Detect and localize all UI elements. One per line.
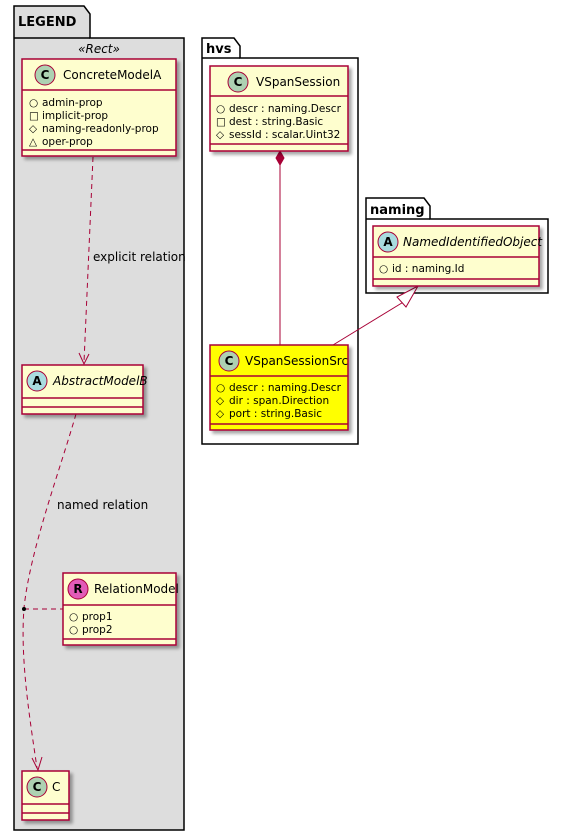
- relation-explicit: explicit relation: [78, 156, 186, 366]
- class-badge-icon: [34, 64, 56, 86]
- class-badge-letter: A: [32, 374, 42, 388]
- vis-public-icon: ○: [216, 382, 225, 394]
- package-title-hvs: hvs: [206, 42, 232, 57]
- class-badge-letter: C: [41, 68, 50, 82]
- attr-relation-model-1: prop1: [82, 611, 113, 623]
- abstract-badge-icon: [377, 231, 399, 253]
- vis-protected-icon: ◇: [216, 129, 225, 141]
- attr-vspan-session-1: descr : naming.Descr: [229, 103, 342, 115]
- relation-composition: [275, 149, 285, 345]
- abstract-badge-icon: [26, 370, 48, 392]
- class-badge-letter: C: [33, 780, 42, 794]
- class-c[interactable]: [21, 770, 70, 821]
- class-name-relation-model: RelationModel: [94, 582, 179, 596]
- vis-protected-icon: ◇: [216, 395, 225, 407]
- package-stereotype-legend: «Rect»: [78, 42, 120, 56]
- class-name-abstract-model-b: AbstractModelB: [52, 374, 148, 388]
- package-title-naming: naming: [370, 203, 425, 218]
- class-badge-letter: R: [73, 582, 82, 596]
- attr-vspan-session-src-1: descr : naming.Descr: [229, 382, 342, 394]
- class-badge-icon: [227, 71, 249, 93]
- class-badge-letter: C: [234, 75, 243, 89]
- class-name-vspan-session: VSpanSession: [256, 75, 340, 89]
- attr-vspan-session-src-2: dir : span.Direction: [229, 395, 329, 407]
- relation-label-named: named relation: [57, 498, 148, 512]
- vis-private-icon: □: [29, 110, 39, 122]
- attr-vspan-session-3: sessId : scalar.Uint32: [229, 129, 340, 141]
- vis-public-icon: ○: [69, 611, 78, 623]
- vis-protected-icon: ◇: [29, 123, 38, 135]
- class-name-vspan-session-src: VSpanSessionSrc: [245, 354, 348, 368]
- package-title-legend: LEGEND: [18, 15, 77, 30]
- vis-package-icon: △: [29, 136, 38, 148]
- class-named-identified-object[interactable]: [372, 225, 540, 287]
- attr-vspan-session-2: dest : string.Basic: [229, 116, 323, 128]
- attr-concrete-model-a-1: admin-prop: [42, 97, 103, 109]
- class-name-concrete-model-a: ConcreteModelA: [63, 68, 162, 82]
- class-name-named-identified-object: NamedIdentifiedObject: [403, 235, 543, 249]
- vis-public-icon: ○: [216, 103, 225, 115]
- composition-diamond: [275, 149, 285, 167]
- attr-concrete-model-a-4: oper-prop: [42, 136, 93, 148]
- class-badge-icon: [26, 776, 48, 798]
- attr-named-identified-object-1: id : naming.Id: [392, 263, 464, 275]
- class-name-c: C: [52, 780, 60, 794]
- vis-protected-icon: ◇: [216, 408, 225, 420]
- vis-public-icon: ○: [379, 263, 388, 275]
- association-class-point: [22, 607, 26, 611]
- inheritance-triangle: [396, 284, 420, 308]
- attr-relation-model-2: prop2: [82, 624, 113, 636]
- class-badge-letter: A: [383, 235, 393, 249]
- class-badge-icon: [218, 350, 240, 372]
- class-badge-letter: C: [225, 354, 234, 368]
- class-vspan-session[interactable]: [209, 65, 349, 152]
- attr-vspan-session-src-3: port : string.Basic: [229, 408, 322, 420]
- attr-concrete-model-a-2: implicit-prop: [42, 110, 108, 122]
- vis-public-icon: ○: [69, 624, 78, 636]
- vis-private-icon: □: [216, 116, 226, 128]
- relation-inheritance: [332, 284, 420, 346]
- attr-concrete-model-a-3: naming-readonly-prop: [42, 123, 159, 135]
- relation-badge-icon: [67, 578, 89, 600]
- vis-public-icon: ○: [29, 97, 38, 109]
- relation-label-explicit: explicit relation: [93, 250, 186, 264]
- relation-named: named relation: [22, 413, 148, 772]
